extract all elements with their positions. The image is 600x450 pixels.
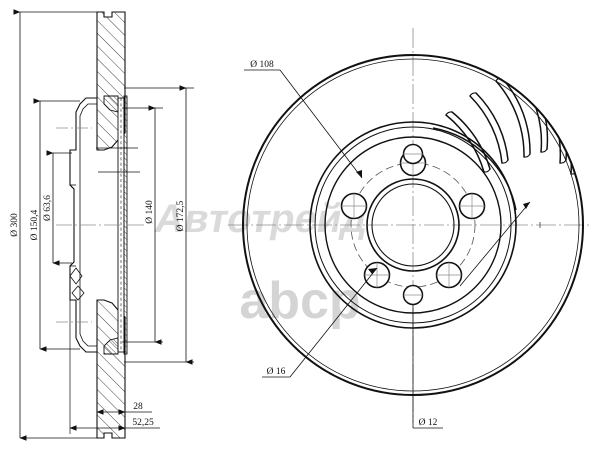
bolt-hole — [340, 192, 368, 220]
bolt-hole — [363, 261, 391, 289]
leader-d16: Ø 16 — [262, 201, 531, 378]
bolt-hole — [458, 192, 486, 220]
dimension-label-d12: Ø 12 — [419, 418, 438, 428]
locating-hole — [402, 143, 424, 165]
locating-holes-group — [402, 143, 424, 306]
center-bore-inner — [371, 183, 455, 267]
section-centerlines — [56, 127, 146, 323]
dimension-label-t52-25: 52,25 — [132, 418, 154, 428]
dimension-d150-4: Ø 150,4 — [30, 98, 80, 352]
locating-hole — [402, 284, 424, 306]
dimension-label-d16: Ø 16 — [267, 367, 286, 377]
dimension-label-d300: Ø 300 — [10, 213, 20, 237]
dimension-label-d108: Ø 108 — [250, 60, 274, 70]
dimension-d63-6: Ø 63,6 — [43, 150, 72, 266]
leader-d12: Ø 12 — [412, 304, 443, 429]
dimension-label-d172-5: Ø 172,5 — [176, 200, 186, 231]
bolt-hole — [435, 261, 463, 289]
dimension-t52-25: 52,25 — [69, 300, 160, 434]
front-centerlines — [228, 28, 592, 422]
dimension-label-d150-4: Ø 150,4 — [30, 209, 40, 240]
dimension-d140: Ø 140 — [122, 105, 163, 345]
dimension-label-d140: Ø 140 — [145, 200, 155, 224]
watermark-secondary: abcp — [239, 272, 360, 330]
section-transition-wedge — [103, 95, 119, 355]
center-bore-outer — [366, 178, 460, 272]
section-keyway-marks — [69, 267, 85, 301]
cross-section-view: Ø 300 Ø 150,4 Ø 63,6 Ø 140 — [10, 9, 194, 441]
leader-d108: Ø 108 — [244, 60, 363, 179]
dimension-d172-5: Ø 172,5 — [124, 85, 194, 365]
front-circular-view: Ø 108 Ø 16 Ø 12 — [228, 28, 592, 429]
dimension-label-d63-6: Ø 63,6 — [43, 195, 53, 221]
dimension-t28: 28 — [96, 320, 152, 418]
dimension-d300: Ø 300 — [10, 9, 100, 441]
dimension-label-t28: 28 — [133, 402, 143, 412]
